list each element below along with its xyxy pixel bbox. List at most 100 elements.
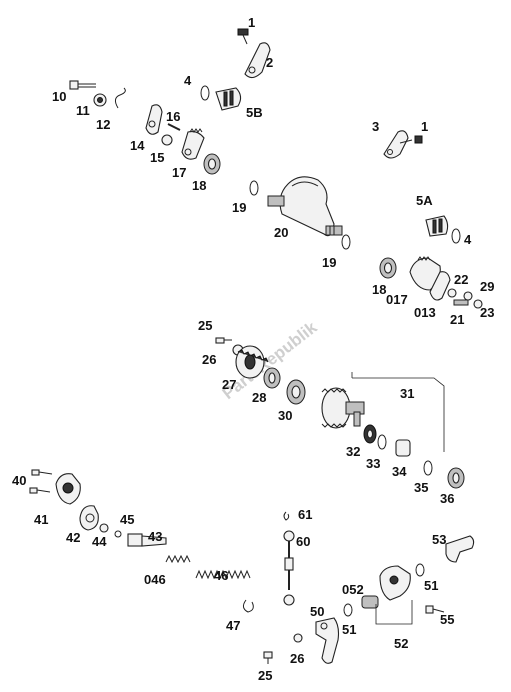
label-25-bottom: 25 [258, 668, 272, 683]
housing-part-41 [55, 473, 81, 505]
lever-part-14 [145, 104, 163, 135]
label-10: 10 [52, 89, 66, 104]
label-4-top: 4 [184, 73, 192, 88]
gear-shaft-assembly [321, 387, 365, 429]
label-1-right: 1 [421, 119, 428, 134]
lever-part-50 [315, 617, 340, 664]
washer-part-35 [423, 460, 433, 476]
label-2: 2 [266, 55, 273, 70]
washer-part-29 [463, 291, 473, 301]
pin-part-16 [167, 123, 181, 131]
sleeve-part-34 [395, 439, 411, 457]
label-3: 3 [372, 119, 379, 134]
label-11: 11 [76, 103, 90, 118]
washer-part-26-bottom [293, 633, 303, 643]
label-18-right: 18 [372, 282, 386, 297]
label-19-left: 19 [232, 200, 246, 215]
spring-part-046 [165, 554, 191, 564]
screw-part-1-top [237, 28, 249, 45]
label-50: 50 [310, 604, 324, 619]
washer-part-32 [363, 424, 377, 444]
label-5b: 5B [246, 105, 263, 120]
label-40: 40 [12, 473, 26, 488]
lever-plate-part-2 [244, 42, 271, 79]
group-bracket-52 [375, 600, 413, 625]
lever-part-013 [429, 271, 451, 301]
o-ring-part-4-right [451, 228, 461, 244]
label-25-top: 25 [198, 318, 212, 333]
bearing-part-18-left [203, 153, 221, 175]
valve-shaft-part-20 [267, 176, 343, 237]
label-22: 22 [454, 272, 468, 287]
label-60: 60 [296, 534, 310, 549]
label-20: 20 [274, 225, 288, 240]
label-4-right: 4 [464, 232, 472, 247]
label-017: 017 [386, 292, 408, 307]
label-013: 013 [414, 305, 436, 320]
washer-part-51-left [343, 603, 353, 617]
clip-part-47 [242, 599, 254, 613]
bearing-part-28 [263, 367, 281, 389]
label-42: 42 [66, 530, 80, 545]
o-ring-part-4-top [200, 85, 210, 101]
label-1-top: 1 [248, 15, 255, 30]
valve-part-5a [425, 215, 449, 237]
label-21: 21 [450, 312, 464, 327]
label-27: 27 [222, 377, 236, 392]
label-32: 32 [346, 444, 360, 459]
screw-part-25-bottom [263, 651, 273, 664]
bolt-part-21 [453, 299, 469, 306]
group-bracket-31 [351, 372, 445, 452]
label-36: 36 [440, 491, 454, 506]
screws-part-40 [29, 469, 53, 494]
governor-gear-part-27 [235, 345, 269, 379]
gasket-part-42 [79, 505, 99, 531]
label-19-right: 19 [322, 255, 336, 270]
lever-assembly-part-52 [379, 565, 411, 601]
label-44: 44 [92, 534, 107, 549]
label-30: 30 [278, 408, 292, 423]
label-52: 52 [394, 636, 408, 651]
label-41: 41 [34, 512, 48, 527]
label-12: 12 [96, 117, 110, 132]
label-33: 33 [366, 456, 380, 471]
o-ring-part-19-left [249, 180, 259, 196]
label-45: 45 [120, 512, 134, 527]
label-5a: 5A [416, 193, 433, 208]
label-28: 28 [252, 390, 266, 405]
screw-part-25-top [215, 337, 232, 344]
bearing-part-30 [286, 379, 306, 405]
label-61: 61 [298, 507, 312, 522]
label-35: 35 [414, 480, 428, 495]
spring-part-46 [195, 569, 251, 580]
label-29: 29 [480, 279, 494, 294]
washer-part-22 [447, 288, 457, 298]
gear-plate-part-17 [181, 128, 205, 160]
label-34: 34 [392, 464, 407, 479]
lever-part-53 [445, 535, 475, 563]
label-16: 16 [166, 109, 180, 124]
washer-part-45 [114, 530, 122, 538]
label-53: 53 [432, 532, 446, 547]
label-17: 17 [172, 165, 186, 180]
bearing-part-36 [447, 467, 465, 489]
nut-part-23 [473, 299, 483, 309]
label-51-left: 51 [342, 622, 356, 637]
label-55: 55 [440, 612, 454, 627]
washer-part-51-right [415, 563, 425, 577]
label-47: 47 [226, 618, 240, 633]
sleeve-part-052 [361, 595, 379, 609]
screw-part-55 [425, 605, 445, 614]
label-46: 46 [214, 568, 228, 583]
rod-part-60 [283, 530, 295, 606]
bearing-part-18-right [379, 257, 397, 279]
label-31: 31 [400, 386, 414, 401]
label-43: 43 [148, 529, 162, 544]
clip-part-61 [283, 511, 290, 521]
lever-plate-part-3 [383, 130, 409, 159]
label-046: 046 [144, 572, 166, 587]
valve-part-5b [215, 87, 242, 111]
shaft-part-43 [127, 533, 167, 547]
label-51-right: 51 [424, 578, 438, 593]
